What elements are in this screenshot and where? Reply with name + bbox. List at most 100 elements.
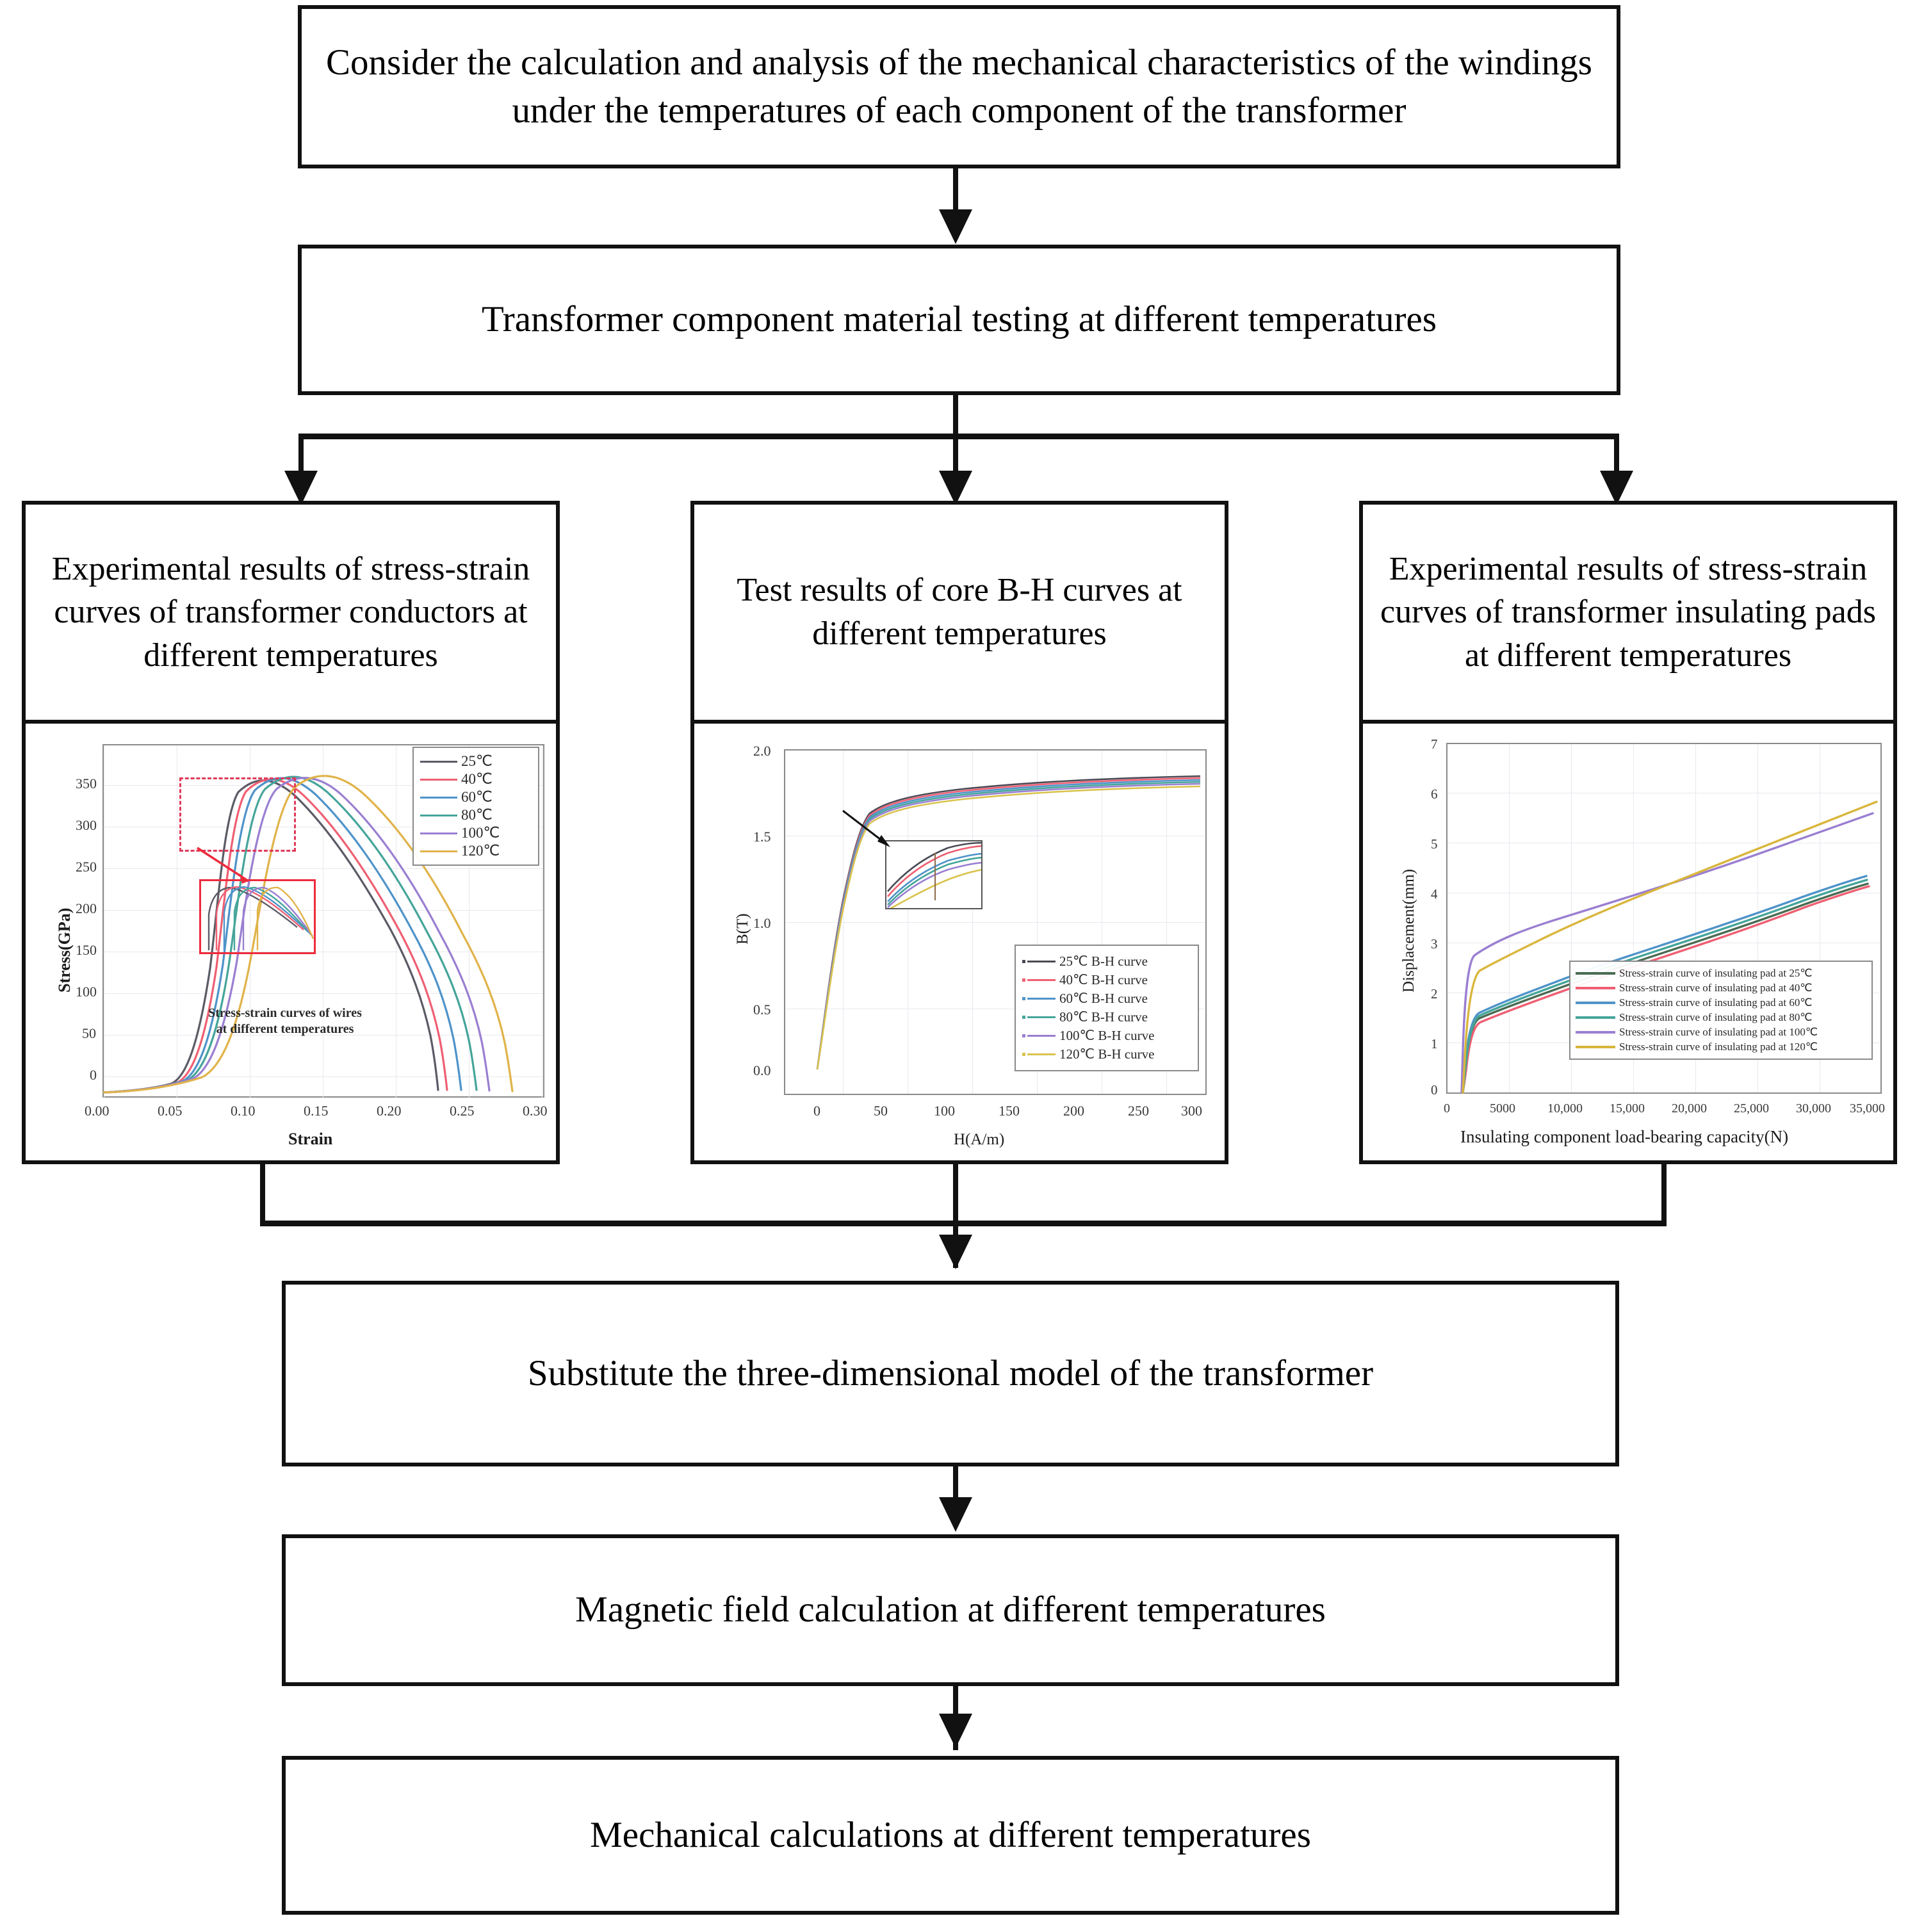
zoom-detail-curves [208,886,314,950]
ytick: 200 [76,900,97,916]
arrowhead-n7-n8 [939,1714,972,1748]
connector-merge-stem [953,1164,958,1268]
flow-node-conductor-stress-strain[interactable]: Experimental results of stress-strain cu… [22,501,560,724]
ytick: 50 [82,1025,96,1041]
chart-2-curves [816,775,1201,1070]
flow-node-label: Mechanical calculations at different tem… [590,1814,1311,1855]
legend-label: 80℃ B-H curve [1059,1009,1148,1025]
ytick: 1.0 [753,915,771,931]
flow-node-label: Magnetic field calculation at different … [575,1589,1326,1630]
legend-swatch [1576,972,1615,975]
connector-n2-bus-stem [953,395,958,434]
legend-swatch [1576,1016,1615,1019]
legend-marker [1022,997,1025,1000]
legend-swatch [420,850,457,852]
legend-swatch [1027,1053,1056,1055]
legend-label: 40℃ B-H curve [1059,972,1148,987]
legend-swatch [1576,987,1615,989]
xtick: 150 [999,1103,1020,1119]
chart-1-x-axis-title: Strain [288,1130,333,1148]
xtick: 0.30 [523,1103,548,1119]
legend-label: Stress-strain curve of insulating pad at… [1619,1011,1813,1023]
arrowhead-bus-n3 [284,471,318,505]
chart-panel-insulating-pad: Stress-strain curve of insulating pad at… [1359,724,1897,1164]
legend-swatch [1576,1031,1615,1034]
xtick: 200 [1063,1103,1084,1119]
xtick: 0.15 [304,1103,329,1119]
legend-swatch [420,760,457,763]
arrowhead-bus-n5 [1600,471,1633,505]
xtick: 0 [813,1103,820,1119]
xtick: 50 [874,1103,888,1119]
ytick: 0.5 [753,1002,771,1018]
ytick: 250 [76,859,97,875]
xtick: 250 [1128,1103,1149,1119]
chart-2-x-axis-title: H(A/m) [954,1131,1005,1148]
xtick: 10,000 [1547,1101,1583,1116]
xtick: 15,000 [1610,1101,1645,1116]
xtick: 25,000 [1734,1101,1769,1116]
xtick: 0.25 [450,1103,475,1119]
legend-label: Stress-strain curve of insulating pad at… [1619,1026,1818,1038]
zoom-link-arrow [197,847,249,884]
ytick: 1.5 [753,829,771,845]
chart-1-y-axis-title: Stress(GPa) [55,907,74,993]
legend-swatch [1576,1002,1615,1004]
chart-2-y-axis-title: B(T) [734,913,751,945]
zoom-source-rect [179,777,296,852]
chart-3-y-axis-title: Displacement(mm) [1400,869,1417,993]
arrowhead-merge-n6 [939,1235,972,1269]
ytick: 6 [1431,786,1438,802]
legend-swatch [420,778,457,781]
flow-node-consider-calculation[interactable]: Consider the calculation and analysis of… [298,5,1620,168]
flow-node-material-testing[interactable]: Transformer component material testing a… [298,245,1620,395]
ytick: 1 [1431,1036,1438,1051]
chart-panel-core-bh: 25℃ B-H curve 40℃ B-H curve 60℃ B-H curv… [690,724,1228,1164]
legend-marker [1022,1016,1025,1019]
flow-node-core-bh[interactable]: Test results of core B-H curves at diffe… [690,501,1228,724]
legend-swatch [1027,1035,1056,1037]
ytick: 4 [1431,886,1438,902]
connector-n5-merge [1661,1164,1667,1226]
chart-1-curves [102,775,514,1094]
legend-label: Stress-strain curve of insulating pad at… [1619,967,1813,979]
connector-n3-merge [260,1164,265,1226]
flow-node-label: Experimental results of stress-strain cu… [51,550,530,674]
chart-2-legend: 25℃ B-H curve 40℃ B-H curve 60℃ B-H curv… [1015,945,1199,1071]
flow-node-label: Transformer component material testing a… [481,299,1437,340]
legend-label: 120℃ [461,843,500,859]
chart-2-inset [885,840,983,909]
legend-label: 40℃ [461,771,493,787]
legend-label: 80℃ [461,807,493,823]
xtick: 35,000 [1850,1101,1885,1116]
legend-label: Stress-strain curve of insulating pad at… [1619,996,1813,1009]
xtick: 5000 [1490,1101,1515,1116]
xtick: 0.05 [158,1103,183,1119]
legend-label: 60℃ [461,789,493,805]
connector-bus-to-n3 [298,434,304,475]
flow-node-label: Substitute the three-dimensional model o… [527,1352,1374,1393]
xtick: 0 [1444,1101,1450,1116]
ytick: 7 [1431,736,1438,752]
ytick: 2 [1431,986,1438,1002]
legend-label: Stress-strain curve of insulating pad at… [1619,1041,1818,1053]
flow-node-insulating-pad-stress-strain[interactable]: Experimental results of stress-strain cu… [1359,501,1897,724]
chart-panel-stress-strain-conductors: 25℃ 40℃ 60℃ 80℃ 100℃ [22,724,560,1164]
ytick: 150 [76,942,97,958]
legend-swatch [420,832,457,834]
chart-1-annotation: Stress-strain curves of wires at differe… [208,1006,362,1036]
legend-swatch [1576,1046,1615,1048]
xtick: 0.10 [231,1103,256,1119]
legend-marker [1022,960,1025,963]
flow-node-substitute-3d-model[interactable]: Substitute the three-dimensional model o… [282,1281,1619,1466]
legend-label: 100℃ B-H curve [1059,1028,1155,1043]
chart-3-x-axis-title: Insulating component load-bearing capaci… [1460,1127,1789,1146]
connector-bus-to-n4 [953,434,958,475]
flow-node-label: Test results of core B-H curves at diffe… [737,572,1182,652]
legend-swatch [420,796,457,799]
flow-node-magnetic-field-calculation[interactable]: Magnetic field calculation at different … [282,1534,1619,1686]
flow-node-mechanical-calculations[interactable]: Mechanical calculations at different tem… [282,1756,1619,1915]
chart-3-legend: Stress-strain curve of insulating pad at… [1569,961,1873,1060]
xtick: 100 [934,1103,955,1119]
